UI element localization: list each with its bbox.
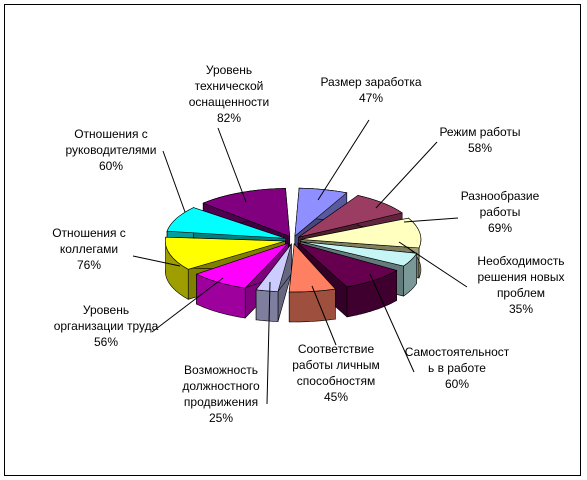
slice-label-line-самостоятельность-в-работе: Самостоятельност <box>405 345 510 359</box>
slice-самостоятельность-в-работе <box>297 242 398 288</box>
slice-label-line-режим-работы: Режим работы <box>439 125 520 139</box>
slice-label-line-соответствие-работы-личным-способностям: Соответствие <box>298 342 375 356</box>
slice-label-line-соответствие-работы-личным-способностям: работы личным <box>292 358 380 372</box>
leader-line-необходимость-решения-новых-проблем <box>398 241 468 288</box>
slice-соответствие-работы-личным-способностям <box>288 243 336 293</box>
slice-label-line-самостоятельность-в-работе: ь в работе <box>428 361 486 375</box>
slice-отношения-с-коллегами <box>165 236 286 270</box>
leader-line-отношения-с-руководителями <box>162 150 186 213</box>
slice-label-возможность-должностного-продвижения: Возможность должностного продвижения 25% <box>182 363 260 425</box>
slice-отношения-с-руководителями <box>166 207 286 239</box>
leader-line-отношения-с-коллегами <box>132 255 181 267</box>
slice-percent-необходимость-решения-новых-проблем: 35% <box>509 302 533 316</box>
slice-уровень-технической-оснащенности <box>202 188 291 237</box>
leader-line-возможность-должностного-продвижения <box>266 281 271 405</box>
slice-label-уровень-технической-оснащенности: Уровень технической оснащенности 82% <box>189 63 270 125</box>
slice-label-line-отношения-с-коллегами: коллегами <box>60 242 118 256</box>
leader-line-уровень-технической-оснащенности <box>217 127 247 203</box>
leader-line-разнообразие-работы <box>403 217 459 223</box>
pie-tops <box>165 187 422 293</box>
slice-label-line-разнообразие-работы: работы <box>480 205 521 219</box>
leader-line-самостоятельность-в-работе <box>369 273 415 373</box>
slice-label-line-возможность-должностного-продвижения: должностного <box>182 379 260 393</box>
slice-label-соответствие-работы-личным-способностям: Соответствие работы личным способностям 45% <box>292 342 380 404</box>
slice-label-режим-работы: Режим работы 58% <box>439 125 520 155</box>
slice-percent-отношения-с-коллегами: 76% <box>77 258 101 272</box>
slice-label-размер-заработка: Размер заработка 47% <box>320 75 421 105</box>
slice-labels: Размер заработка 47% Режим работы 58% Разноо… <box>52 63 564 425</box>
slice-label-отношения-с-коллегами: Отношения с коллегами 76% <box>52 226 126 272</box>
slice-percent-уровень-технической-оснащенности: 82% <box>217 111 241 125</box>
leader-line-размер-заработка <box>317 119 370 201</box>
slice-percent-размер-заработка: 47% <box>359 91 383 105</box>
slice-label-line-отношения-с-руководителями: руководителями <box>65 143 156 157</box>
slice-label-line-необходимость-решения-новых-проблем: проблем <box>497 286 545 300</box>
slice-уровень-организации-труда <box>195 242 289 289</box>
slice-размер-заработка <box>294 187 348 237</box>
slice-label-отношения-с-руководителями: Отношения с руководителями 60% <box>65 127 156 173</box>
slice-label-line-уровень-технической-оснащенности: оснащенности <box>189 95 270 109</box>
slice-label-line-возможность-должностного-продвижения: Возможность <box>184 363 258 377</box>
slice-label-line-уровень-технической-оснащенности: Уровень <box>206 63 252 77</box>
slice-режим-работы <box>298 195 403 238</box>
slice-label-line-разнообразие-работы: Разнообразие <box>461 189 540 203</box>
slice-label-line-уровень-организации-труда: Уровень <box>83 303 129 317</box>
slice-percent-соответствие-работы-личным-способностям: 45% <box>324 390 348 404</box>
slice-label-line-уровень-организации-труда: организации труда <box>54 319 159 333</box>
slice-label-line-соответствие-работы-личным-способностям: способностям <box>297 374 375 388</box>
slice-percent-уровень-организации-труда: 56% <box>94 335 118 349</box>
slice-percent-возможность-должностного-продвижения: 25% <box>209 411 233 425</box>
slice-percent-разнообразие-работы: 69% <box>488 221 512 235</box>
slice-label-необходимость-решения-новых-проблем: Необходимость решения новых проблем 35% <box>477 254 564 316</box>
slice-label-line-размер-заработка: Размер заработка <box>320 75 421 89</box>
leader-lines <box>132 119 468 405</box>
slice-label-line-отношения-с-руководителями: Отношения с <box>74 127 148 141</box>
leader-line-соответствие-работы-личным-способностям <box>311 285 337 346</box>
slice-label-line-необходимость-решения-новых-проблем: Необходимость <box>477 254 564 268</box>
slice-label-line-необходимость-решения-новых-проблем: решения новых <box>477 270 564 284</box>
slice-label-line-отношения-с-коллегами: Отношения с <box>52 226 126 240</box>
slice-label-уровень-организации-труда: Уровень организации труда 56% <box>54 303 159 349</box>
slice-label-line-возможность-должностного-продвижения: продвижения <box>184 395 258 409</box>
slice-side-возможность-должностного-продвижения <box>255 289 279 322</box>
slice-label-самостоятельность-в-работе: Самостоятельност ь в работе 60% <box>405 345 510 391</box>
chart-frame <box>4 4 581 476</box>
slice-label-разнообразие-работы: Разнообразие работы 69% <box>461 189 540 235</box>
slice-side-соответствие-работы-личным-способностям <box>288 288 336 323</box>
leader-line-режим-работы <box>375 141 438 209</box>
slice-percent-отношения-с-руководителями: 60% <box>99 159 123 173</box>
slice-percent-самостоятельность-в-работе: 60% <box>445 377 469 391</box>
slice-разнообразие-работы <box>300 217 422 249</box>
leader-line-уровень-организации-труда <box>151 277 224 333</box>
slice-percent-режим-работы: 58% <box>468 141 492 155</box>
slice-возможность-должностного-продвижения <box>255 243 292 292</box>
slice-label-line-уровень-технической-оснащенности: технической <box>195 79 264 93</box>
